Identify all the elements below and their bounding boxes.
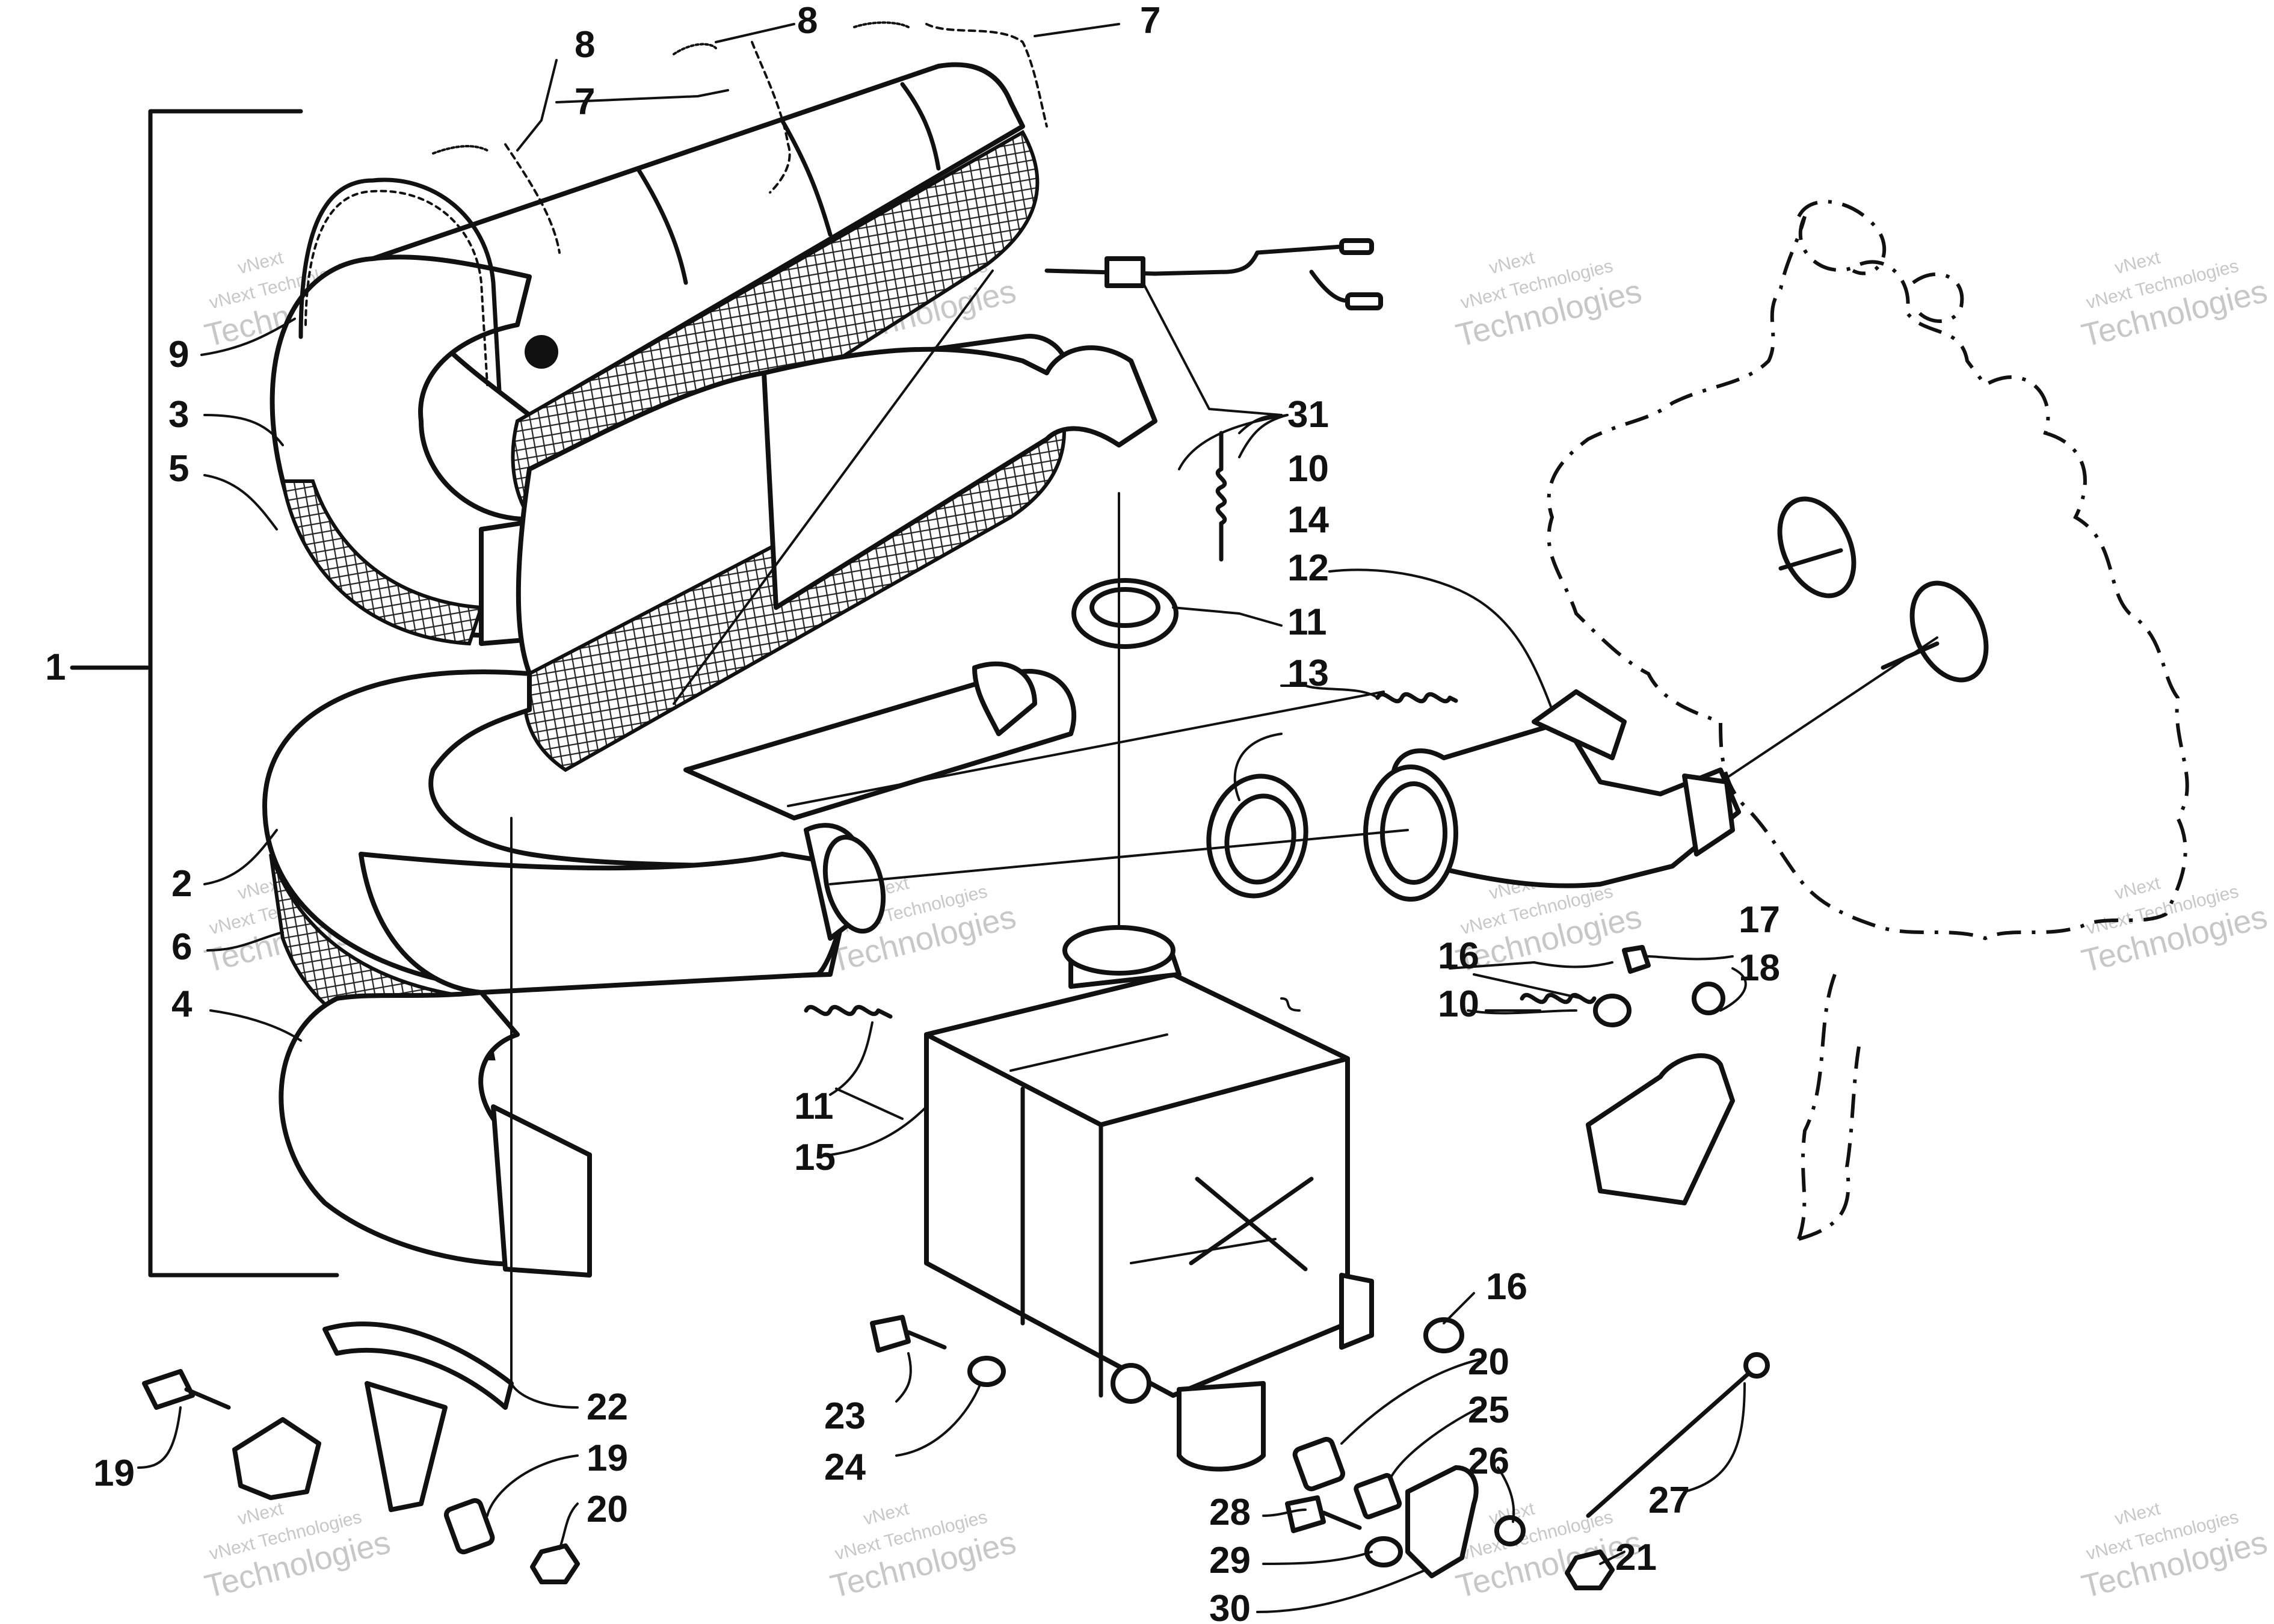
callout-19: 19 (93, 1453, 135, 1494)
callout-20: 19 (587, 1438, 628, 1479)
assembly-bracket (148, 109, 339, 1278)
callout-15: 15 (794, 1137, 836, 1178)
callout-13: 13 (1287, 653, 1329, 694)
watermark-line1: vNext (2113, 1499, 2163, 1530)
callout-16: 16 (1438, 935, 1479, 977)
callout-1: 1 (45, 647, 66, 688)
callout-28: 28 (1209, 1492, 1251, 1533)
callout-30: 30 (1209, 1588, 1251, 1624)
callout-numbers: 8 7 8 7 9 3 5 1 2 6 4 31 10 14 12 11 13 … (45, 0, 1780, 1624)
callout-3: 3 (168, 394, 189, 435)
callout-17: 17 (1739, 899, 1780, 941)
callout-7: 7 (575, 81, 595, 123)
callout-18: 18 (1739, 947, 1780, 989)
callout-4: 4 (171, 983, 193, 1025)
watermark-line1: vNext (861, 1499, 911, 1530)
callout-25: 25 (1468, 1389, 1509, 1431)
callout-22: 22 (587, 1386, 628, 1428)
callout-8: 8 (575, 24, 595, 66)
watermark-line1: vNext (1487, 248, 1537, 278)
callout-6: 6 (171, 926, 192, 968)
chains-and-springs-top (432, 21, 1048, 254)
watermark-line1: vNext (2113, 873, 2163, 904)
mounting-hardware (142, 817, 1770, 1590)
callout-31: 31 (1287, 394, 1329, 435)
couplers-and-gaskets (787, 492, 1938, 958)
callout-26: 26 (1468, 1441, 1509, 1482)
callout-11: 11 (1287, 601, 1327, 643)
callout-8: 8 (797, 0, 818, 42)
temperature-sensor (673, 238, 1383, 705)
callout-21: 21 (1615, 1537, 1657, 1578)
callout-27: 27 (1648, 1480, 1690, 1521)
callout-5: 5 (168, 448, 189, 490)
callout-9: 9 (168, 334, 189, 375)
engine-outline (1547, 200, 2189, 1241)
callout-10: 10 (1287, 448, 1329, 490)
callout-14: 14 (1287, 499, 1329, 541)
expansion-chamber (262, 62, 1157, 1278)
silencer-canister (924, 925, 1374, 1472)
callout-20: 20 (1468, 1341, 1509, 1383)
callout-2: 2 (171, 863, 192, 905)
callout-7: 7 (1140, 0, 1160, 42)
callout-10: 10 (1438, 983, 1479, 1025)
callout-leaders (137, 23, 1747, 1613)
watermark-line1: vNext (236, 248, 286, 278)
callout-11: 11 (794, 1086, 834, 1127)
callout-21: 20 (587, 1489, 628, 1530)
watermark-line1: vNext (2113, 248, 2163, 278)
callout-12: 12 (1287, 547, 1329, 589)
callout-23: 23 (824, 1395, 866, 1437)
watermark-line1: vNext (236, 1499, 286, 1530)
callout-16: 16 (1486, 1266, 1527, 1308)
callout-29: 29 (1209, 1540, 1251, 1581)
callout-24: 24 (824, 1447, 866, 1488)
